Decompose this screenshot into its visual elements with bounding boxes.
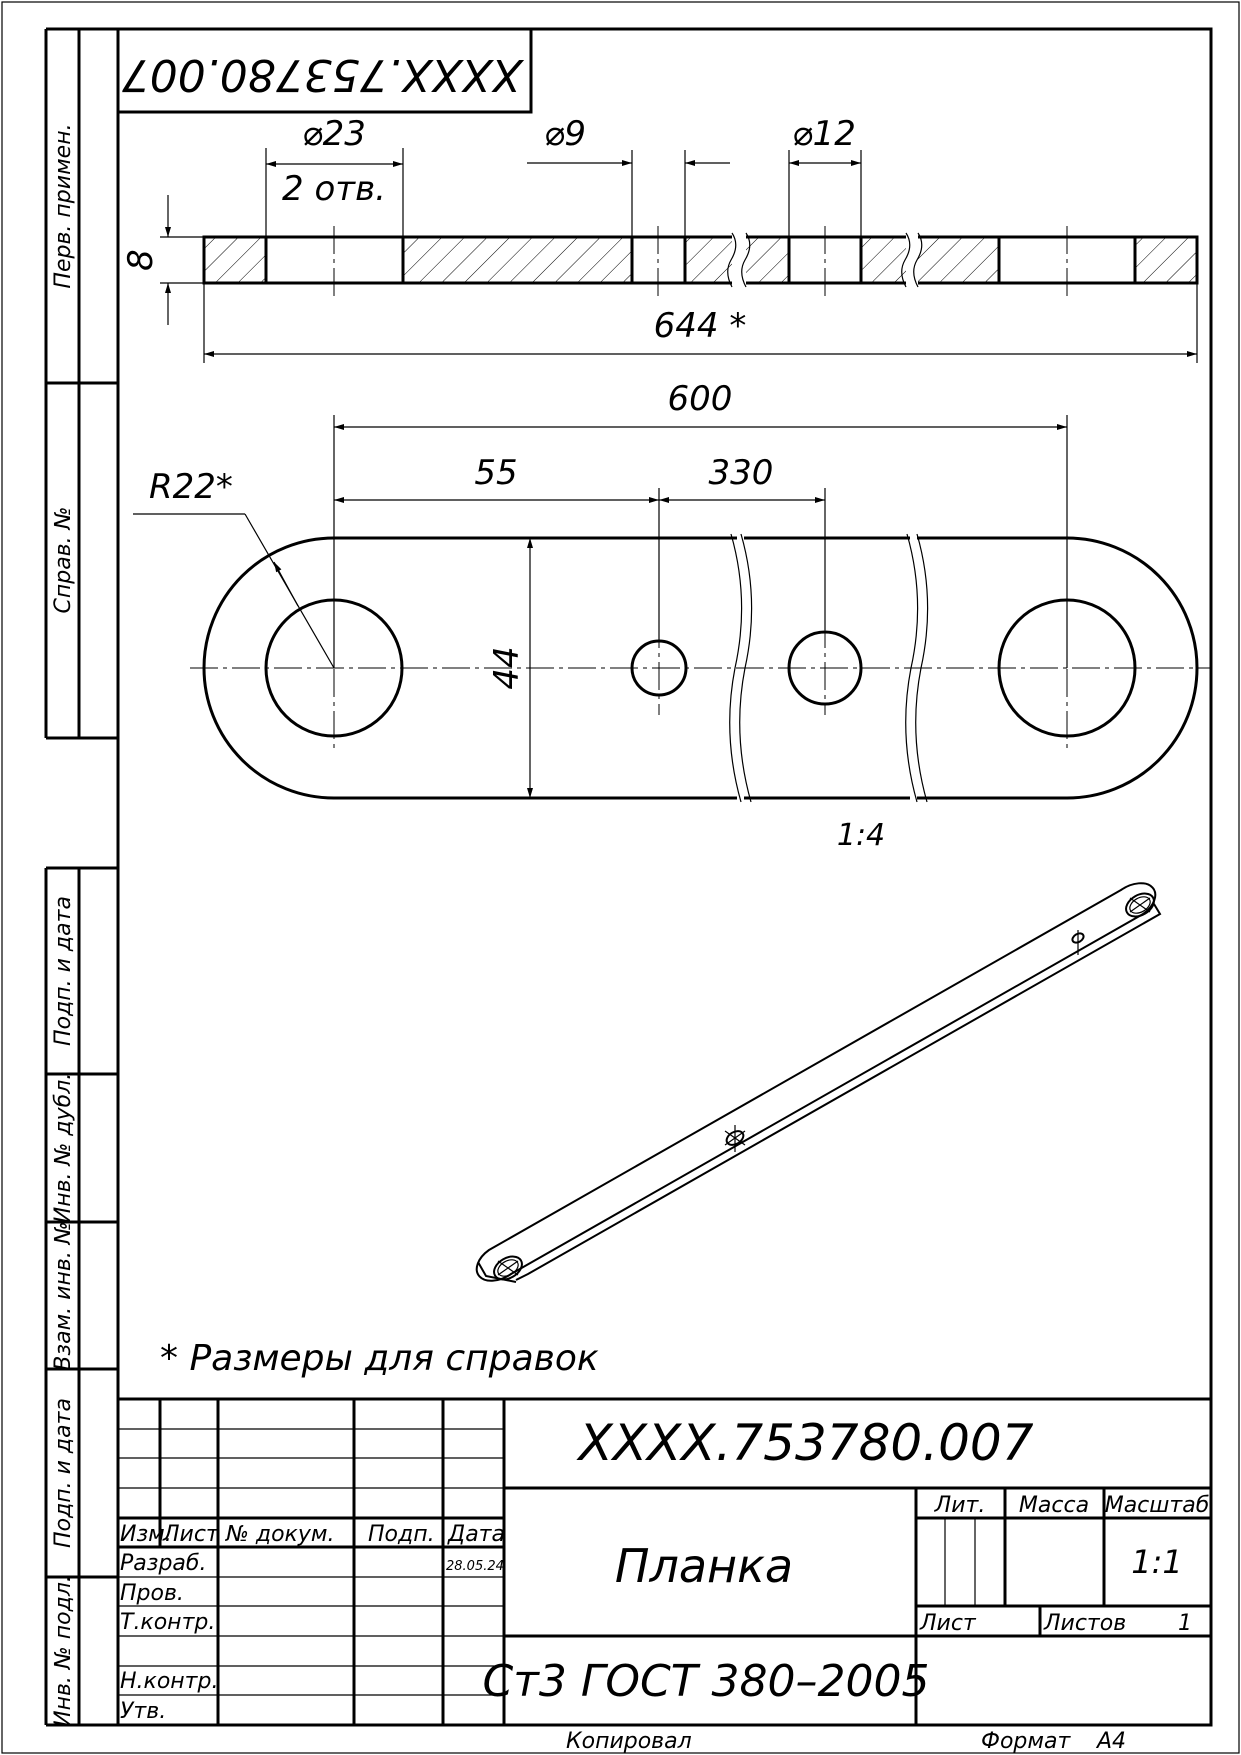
dim-thickness: 8 [121, 249, 161, 271]
title-block [118, 1397, 1211, 1725]
dim-55: 55 [474, 453, 517, 493]
tb-utv: Утв. [120, 1699, 166, 1724]
tb-list: Лист [919, 1611, 977, 1636]
tb-listov: Листов [1043, 1611, 1126, 1636]
reference-note: * Размеры для справок [160, 1338, 599, 1379]
view-scale: 1:4 [837, 818, 885, 853]
tb-material: Ст3 ГОСТ 380–2005 [482, 1656, 929, 1707]
dim-d9: ⌀9 [544, 114, 586, 154]
tb-designation: XXXX.753780.007 [575, 1414, 1033, 1472]
tb-tkontr: Т.контр. [120, 1610, 215, 1635]
margin-podp-data-1: Подп. и дата [51, 896, 76, 1046]
tb-lit: Лит. [934, 1493, 986, 1518]
tb-razrab: Разраб. [120, 1551, 206, 1576]
dim-radius: R22* [149, 467, 233, 507]
left-margin [44, 27, 118, 1727]
footer: Копировал Формат А4 [566, 1729, 1126, 1754]
tb-listov-value: 1 [1178, 1611, 1192, 1636]
footer-format-value: А4 [1095, 1729, 1126, 1754]
footer-kopiroval: Копировал [566, 1729, 692, 1754]
tb-part-name: Планка [615, 1539, 793, 1593]
tb-date-value: 28.05.24 [446, 1559, 504, 1574]
tb-col-list: Лист [162, 1522, 220, 1547]
tb-nkontr: Н.контр. [120, 1669, 218, 1694]
title-block-text: Изм. Лист № докум. Подп. Дата Разраб. 28… [120, 1414, 1209, 1724]
drawing-frame [116, 27, 1213, 1727]
dim-d23-note: 2 отв. [282, 169, 386, 209]
margin-inv-dubl: Инв. № дубл. [51, 1073, 76, 1224]
margin-podp-data-2: Подп. и дата [51, 1398, 76, 1548]
tb-masshtab: Масштаб [1105, 1493, 1210, 1518]
tb-massa: Масса [1019, 1493, 1089, 1518]
tb-col-doc: № докум. [225, 1522, 334, 1547]
dim-d12: ⌀12 [792, 114, 856, 154]
section-dimensions: ⌀23 2 отв. ⌀9 ⌀12 8 644 * [121, 114, 1198, 363]
footer-format: Формат [981, 1729, 1071, 1754]
plan-dimensions: 600 55 330 R22* 44 1:4 [133, 379, 1068, 853]
dim-overall: 644 * [654, 306, 747, 346]
dim-330: 330 [709, 453, 774, 493]
margin-vzam-inv: Взам. инв. № [51, 1221, 76, 1370]
mirrored-designation-box [116, 27, 533, 114]
tb-prov: Пров. [120, 1581, 184, 1606]
tb-col-podp: Подп. [368, 1522, 435, 1547]
isometric-view [475, 882, 1162, 1283]
mirrored-designation: XXXX.753780.007 [122, 49, 525, 100]
tb-col-data: Дата [447, 1522, 505, 1547]
margin-inv-podl: Инв. № подл. [51, 1575, 76, 1727]
plan-view [190, 533, 1212, 803]
section-view [202, 226, 1199, 296]
dim-d23: ⌀23 [302, 114, 366, 154]
margin-sprav-no: Справ. № [51, 506, 76, 613]
tb-scale-value: 1:1 [1131, 1543, 1183, 1581]
dim-width: 44 [487, 646, 527, 689]
margin-labels: Перв. примен. Справ. № Подп. и дата Инв.… [51, 123, 76, 1726]
dim-600: 600 [668, 379, 733, 419]
margin-perv-primen: Перв. примен. [51, 123, 76, 288]
tb-col-izm: Изм. [120, 1522, 172, 1547]
